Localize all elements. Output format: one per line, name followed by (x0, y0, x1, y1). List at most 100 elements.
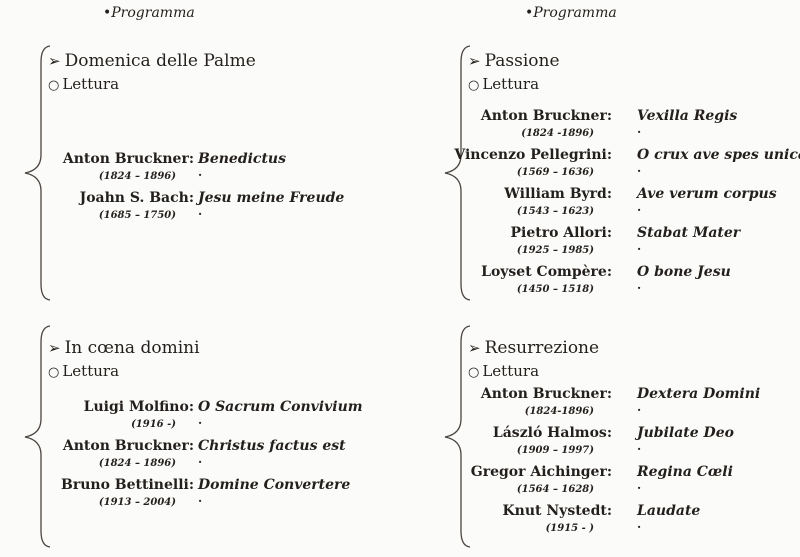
work-title: O Sacrum Convivium (198, 399, 363, 415)
composer-name: Anton Bruckner: (480, 108, 612, 124)
composer-name: László Halmos: (492, 425, 612, 441)
work-title: Ave verum corpus (637, 186, 777, 202)
dot-mark: . (198, 452, 203, 466)
lettura-label: Lettura (482, 75, 540, 93)
program-entry: Joahn S. Bach: (1685 – 1750) Jesu meine Fr… (0, 190, 400, 228)
composer-years: (1569 – 1636) (516, 167, 594, 178)
composer-name: Anton Bruckner: (480, 386, 612, 402)
curly-brace (444, 325, 471, 548)
work-title: Laudate (637, 503, 701, 519)
section-title-text: Passione (484, 51, 560, 71)
composer-years: (1564 – 1628) (516, 484, 594, 495)
section-title: ➢In cœna domini (48, 338, 200, 358)
arrow-bullet-icon: ➢ (468, 52, 481, 70)
dot-mark: . (637, 122, 642, 136)
composer-years: (1925 – 1985) (516, 245, 594, 256)
composer-name: Bruno Bettinelli: (61, 477, 194, 493)
composer-name: Vincenzo Pellegrini: (454, 147, 612, 163)
lettura-line: ○Lettura (48, 362, 119, 380)
work-title: Regina Cœli (637, 464, 733, 480)
program-entry: Luigi Molfino:(1916 -)O Sacrum Convivium… (0, 399, 400, 437)
programma-header-right: •Programma (525, 5, 617, 21)
section-title-text: Resurrezione (484, 338, 600, 358)
circle-bullet-icon: ○ (48, 78, 60, 93)
arrow-bullet-icon: ➢ (48, 339, 61, 357)
lettura-line: ○Lettura (468, 75, 539, 93)
section-title: ➢Domenica delle Palme (48, 51, 256, 71)
lettura-label: Lettura (482, 362, 540, 380)
curly-brace (24, 325, 51, 548)
section-title-text: In cœna domini (64, 338, 200, 358)
circle-bullet-icon: ○ (468, 365, 480, 380)
composer-years: (1543 – 1623) (516, 206, 594, 217)
composer-name: Gregor Aichinger: (470, 464, 612, 480)
dot-mark: . (637, 478, 642, 492)
dot-mark: . (198, 491, 203, 505)
dot-mark: . (637, 278, 642, 292)
work-title: Dextera Domini (637, 386, 761, 402)
composer-name: Anton Bruckner: (62, 438, 194, 454)
section-title-text: Domenica delle Palme (64, 51, 256, 71)
composer-name: Joahn S. Bach: (79, 190, 194, 206)
composer-name: William Byrd: (504, 186, 612, 202)
work-title: Domine Convertere (198, 477, 351, 493)
dot-mark: . (637, 161, 642, 175)
composer-years: (1915 - ) (545, 523, 594, 534)
arrow-bullet-icon: ➢ (48, 52, 61, 70)
section-title: ➢Resurrezione (468, 338, 599, 358)
composer-years: (1685 – 1750) (98, 210, 176, 221)
section-title: ➢Passione (468, 51, 560, 71)
lettura-label: Lettura (62, 75, 120, 93)
composer-years: (1824 -1896) (521, 128, 594, 139)
program-entry: Knut Nystedt: (1915 - ) Laudate. (420, 503, 800, 541)
lettura-line: ○Lettura (48, 75, 119, 93)
composer-name: Knut Nystedt: (502, 503, 612, 519)
arrow-bullet-icon: ➢ (468, 339, 481, 357)
composer-years: (1824 – 1896) (98, 458, 176, 469)
dot-mark: . (198, 165, 203, 179)
circle-bullet-icon: ○ (48, 365, 60, 380)
work-title: O bone Jesu (637, 264, 731, 280)
composer-years: (1916 -) (131, 419, 176, 430)
work-title: Jubilate Deo (637, 425, 734, 441)
program-entry: Anton Bruckner: (1824-1896) Dextera Domini… (420, 386, 800, 424)
programma-header-left: •Programma (103, 5, 195, 21)
composer-years: (1824 – 1896) (98, 171, 176, 182)
work-title: O crux ave spes unica (637, 147, 800, 163)
composer-name: Anton Bruckner: (62, 151, 194, 167)
circle-bullet-icon: ○ (468, 78, 480, 93)
program-entry: Vincenzo Pellegrini: (1569 – 1636) O crux … (420, 147, 800, 185)
composer-years: (1824-1896) (524, 406, 594, 417)
work-title: Christus factus est (198, 438, 346, 454)
curly-brace (444, 45, 471, 301)
program-entry: Anton Bruckner: (1824 – 1896) Christus fac… (0, 438, 400, 476)
composer-years: (1909 – 1997) (516, 445, 594, 456)
program-entry: William Byrd: (1543 – 1623) Ave verum corp… (420, 186, 800, 224)
program-entry: Anton Bruckner: (1824 -1896) Vexilla Regis… (420, 108, 800, 146)
program-entry: László Halmos: (1909 – 1997) Jubilate Deo. (420, 425, 800, 463)
program-entry: Pietro Allori:(1925 – 1985)Stabat Mater. (420, 225, 800, 263)
dot-mark: . (637, 239, 642, 253)
work-title: Jesu meine Freude (198, 190, 345, 206)
dot-mark: . (198, 204, 203, 218)
program-entry: Bruno Bettinelli: (1913 – 2004) Domine Con… (0, 477, 400, 515)
dot-mark: . (637, 200, 642, 214)
program-entry: Loyset Compère:(1450 – 1518)O bone Jesu. (420, 264, 800, 302)
work-title: Benedictus (198, 151, 286, 167)
dot-mark: . (198, 413, 203, 427)
dot-mark: . (637, 439, 642, 453)
program-entry: Anton Bruckner: (1824 – 1896) Benedictus. (0, 151, 400, 189)
work-title: Vexilla Regis (637, 108, 738, 124)
work-title: Stabat Mater (637, 225, 741, 241)
program-entry: Gregor Aichinger: (1564 – 1628) Regina Cœl… (420, 464, 800, 502)
curly-brace (24, 45, 51, 301)
dot-mark: . (637, 400, 642, 414)
composer-years: (1450 – 1518) (516, 284, 594, 295)
dot-mark: . (637, 517, 642, 531)
composer-years: (1913 – 2004) (98, 497, 176, 508)
lettura-label: Lettura (62, 362, 120, 380)
